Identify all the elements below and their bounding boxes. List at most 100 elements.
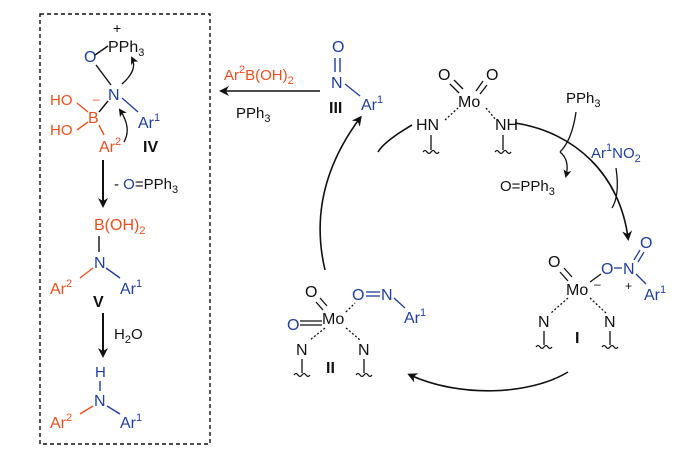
nh-wavy [494, 149, 512, 155]
n1-ii: N [296, 342, 308, 359]
n2-ii: N [358, 342, 370, 359]
n-o-double-ib [637, 251, 645, 263]
mo-n2-bond-ii [345, 327, 361, 341]
oxo-top-left: O [438, 67, 450, 84]
mo-n2-bond-i [589, 297, 607, 314]
bond-b-ar2 [98, 124, 105, 136]
bond-o-p [94, 45, 109, 56]
n-o-double-ia [633, 249, 641, 261]
bond-n-o [95, 64, 112, 86]
n2-wavy-ii [355, 372, 373, 378]
nitrogen-iv: N [108, 87, 120, 104]
mo-o-i-double-b [563, 267, 573, 278]
oxygen-iv: O [84, 49, 96, 66]
ar1-amine: Ar1 [120, 412, 142, 432]
bond-n-ar1-amine [106, 405, 121, 415]
ar1no2-reagent: Ar1NO2 [591, 142, 641, 165]
opph3-right: O=PPh3 [500, 178, 555, 198]
nitrogen-iii: N [331, 75, 343, 92]
mo-o-i-double-a [559, 271, 569, 282]
mo-nh-bond [485, 107, 497, 121]
label-i: I [575, 330, 579, 347]
n-plus-i: + [625, 279, 632, 293]
molybdenum-top: Mo [458, 94, 480, 111]
nitrogen-v: N [94, 255, 106, 272]
mo-o-ii-double-a [315, 301, 324, 311]
n-ar1-bond-i [635, 273, 647, 285]
pph3-right: PPh3 [566, 90, 600, 110]
cycle-arrow-iii-release [377, 124, 413, 153]
ho-upper: HO [50, 92, 73, 109]
boh2-v: B(OH)2 [94, 217, 145, 237]
oxo-ii: O [305, 284, 317, 301]
curved-arrow-o-p [121, 56, 139, 85]
oxygen-blue-ii: O [287, 317, 299, 334]
ar1-i: Ar1 [644, 284, 666, 304]
label-ii: II [326, 360, 335, 377]
nitrogen-nitro-i: N [623, 261, 635, 278]
oxygen-iii: O [332, 39, 344, 56]
mo-minus-i: – [594, 277, 601, 291]
ar2-amine: Ar2 [50, 412, 72, 432]
mo-o-double-1a [449, 83, 460, 94]
mo-o-double-2a [475, 80, 484, 92]
mo-o-nitroso-bond [345, 302, 356, 313]
mo-o-double-2b [479, 84, 488, 95]
bond-n-ar1 [121, 97, 139, 113]
hn-wavy [422, 149, 440, 155]
nh-ligand: NH [495, 117, 518, 134]
bond-n-ar1-v [105, 267, 121, 279]
molybdenum-ii: Mo [322, 311, 344, 328]
pph3-reagent: PPh3 [236, 105, 270, 125]
hn-ligand: HN [416, 117, 439, 134]
mo-n1-bond-i [550, 297, 569, 314]
molybdenum-i: Mo [566, 282, 588, 299]
ar1-iv: Ar1 [138, 112, 160, 132]
n1-i: N [538, 314, 550, 331]
ar1-iii: Ar1 [361, 94, 383, 114]
water-reagent: H2O [114, 326, 143, 346]
oxo-i: O [548, 254, 560, 271]
nitrogen-amine: N [94, 393, 106, 410]
bond-n-ar2-v [79, 267, 94, 279]
oxo-top-right: O [486, 67, 498, 84]
nitrogen-nitroso-ii: N [381, 287, 393, 304]
boron-minus: – [93, 92, 100, 106]
mo-hn-bond [444, 107, 459, 121]
ar1-v: Ar1 [120, 278, 142, 298]
ar1-ii: Ar1 [404, 307, 426, 327]
oxygen-nitro-i: O [601, 261, 613, 278]
n-ar1-bond-ii [393, 297, 406, 309]
curved-arrow-ar2-n [118, 108, 128, 143]
phosphonium-pph3: PPh3 [108, 39, 144, 59]
hydrogen-amine: H [95, 364, 106, 381]
label-iii: III [329, 100, 342, 117]
bond-n-ar2-amine [79, 405, 94, 415]
arylboronic-acid-reagent: Ar2B(OH)2 [224, 64, 294, 87]
bond-n-ar1-iii [344, 83, 361, 97]
bond-b-n [98, 100, 109, 113]
boron-iv: B [88, 110, 99, 127]
opph3-out-arrow [559, 151, 572, 178]
label-v: V [93, 294, 104, 311]
n1-wavy-i [535, 344, 553, 350]
mo-n1-bond-ii [309, 327, 326, 341]
mo-o-double-1b [453, 79, 464, 90]
n1-wavy-ii [293, 372, 311, 378]
label-iv: IV [143, 139, 158, 156]
n2-i: N [604, 314, 616, 331]
cycle-arrow-top-to-i [514, 122, 633, 241]
cycle-arrow-i-to-ii [407, 371, 569, 392]
bond-b-ho2 [76, 121, 89, 131]
bond-b-ho1 [76, 102, 89, 113]
cycle-arrow-ii-to-iii [319, 115, 362, 271]
mo-o-nitro-bond [589, 273, 602, 283]
step1-reagent: - O=PPh3 [114, 176, 178, 196]
ar2-iv: Ar2 [99, 136, 121, 156]
phosphonium-plus: + [113, 20, 121, 36]
n2-wavy-i [601, 344, 619, 350]
oxygen-nitroso-ii: O [352, 287, 364, 304]
dashed-box [39, 13, 211, 445]
ar1no2-in-arrow [611, 167, 618, 209]
